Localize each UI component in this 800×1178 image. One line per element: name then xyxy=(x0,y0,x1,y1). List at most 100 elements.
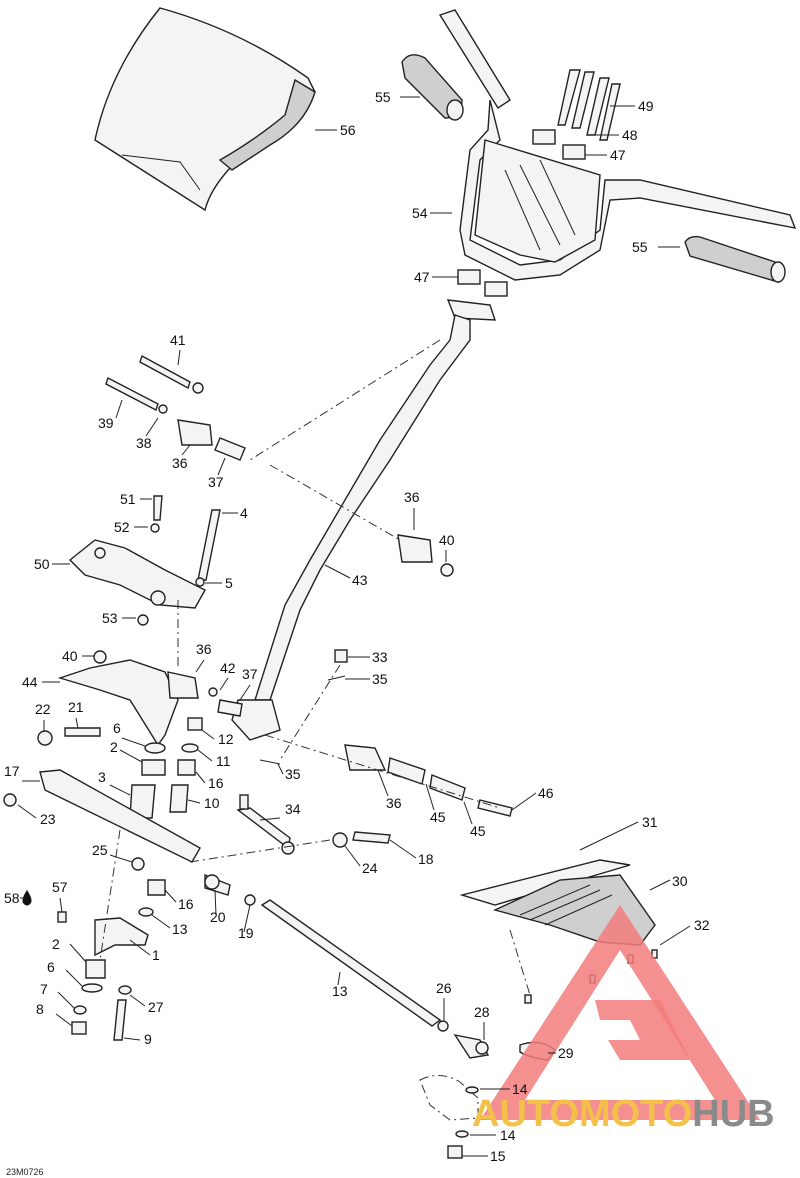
callout-label-20: 20 xyxy=(210,909,226,925)
leader-line-23 xyxy=(17,804,37,819)
leader-line-45 xyxy=(425,783,435,811)
callout-label-37: 37 xyxy=(242,666,258,682)
leader-line-16 xyxy=(195,771,206,784)
drop-icon xyxy=(22,890,32,906)
nut-15-part xyxy=(447,1145,463,1159)
leader-line-34 xyxy=(259,817,281,821)
nut-25-part xyxy=(131,857,145,871)
bushing-2-upper-part xyxy=(141,759,166,776)
callout-label-57: 57 xyxy=(52,879,68,895)
washer-24-part xyxy=(332,832,348,848)
leader-line-25 xyxy=(109,854,133,863)
bushing-36-mid-part xyxy=(397,534,433,563)
callout-label-32: 32 xyxy=(694,917,710,933)
callout-label-47: 47 xyxy=(610,147,626,163)
leader-line-42 xyxy=(219,677,229,691)
left-grip-part xyxy=(401,54,464,121)
bushing-36-right-part xyxy=(344,744,387,771)
callout-label-58: 58 xyxy=(4,890,20,906)
callout-label-40: 40 xyxy=(62,648,78,664)
leader-line-46 xyxy=(511,792,537,811)
bolt-51-part xyxy=(153,495,163,521)
leader-line-36 xyxy=(195,659,205,673)
clamp-plate-part xyxy=(446,299,496,321)
nut-40-part xyxy=(93,650,107,664)
leader-line-38 xyxy=(145,417,159,437)
callout-label-46: 46 xyxy=(538,785,554,801)
callout-label-47: 47 xyxy=(414,269,430,285)
callout-label-53: 53 xyxy=(102,610,118,626)
leader-line-45 xyxy=(463,801,473,825)
leader-line-43 xyxy=(324,564,351,579)
bushing-16-lower-part xyxy=(147,879,166,896)
leader-line-16 xyxy=(164,889,177,903)
callout-label-41: 41 xyxy=(170,332,186,348)
callout-label-42: 42 xyxy=(220,660,236,676)
callout-label-25: 25 xyxy=(92,842,108,858)
callout-label-14: 14 xyxy=(512,1081,528,1097)
nut-8-part xyxy=(71,1021,87,1035)
leader-line-13 xyxy=(151,914,171,929)
washer-6-lower-part xyxy=(81,983,103,993)
callout-label-45: 45 xyxy=(430,809,446,825)
plate-31-part xyxy=(459,859,631,906)
bracket-50-part xyxy=(68,539,206,609)
callout-label-31: 31 xyxy=(642,814,658,830)
leader-line-35 xyxy=(277,763,284,775)
callout-label-38: 38 xyxy=(136,435,152,451)
callout-label-35: 35 xyxy=(372,671,388,687)
callout-label-23: 23 xyxy=(40,811,56,827)
leader-line-19 xyxy=(243,904,251,933)
svg-text:AUTOMOTOHUB: AUTOMOTOHUB xyxy=(472,1093,775,1135)
steering-arm-1-part xyxy=(94,917,149,957)
washer-13-lower-part xyxy=(118,985,132,995)
nut-19-part xyxy=(244,894,256,906)
callout-label-37: 37 xyxy=(208,474,224,490)
leader-line-31 xyxy=(579,821,639,851)
callout-label-9: 9 xyxy=(144,1031,152,1047)
callout-label-16: 16 xyxy=(208,775,224,791)
callout-label-15: 15 xyxy=(490,1148,506,1164)
callout-label-34: 34 xyxy=(285,801,301,817)
callout-label-29: 29 xyxy=(558,1045,574,1061)
callout-label-36: 36 xyxy=(196,641,212,657)
leader-line-21 xyxy=(75,717,79,729)
leader-line-20 xyxy=(214,889,217,916)
callout-label-12: 12 xyxy=(218,731,234,747)
callout-label-2: 2 xyxy=(110,739,118,755)
callout-label-50: 50 xyxy=(34,556,50,572)
tie-rod-34-part xyxy=(236,807,291,850)
leader-line-2 xyxy=(119,749,143,763)
washer-7-part xyxy=(73,1005,87,1015)
callout-label-49: 49 xyxy=(638,98,654,114)
callout-label-44: 44 xyxy=(22,674,38,690)
leader-line-3 xyxy=(109,784,131,796)
handlebar-part xyxy=(438,9,797,281)
callout-label-13: 13 xyxy=(172,921,188,937)
lever-17-part xyxy=(39,769,201,863)
leader-line-27 xyxy=(129,994,146,1007)
leader-line-37 xyxy=(239,684,251,701)
callout-label-7: 7 xyxy=(40,981,48,997)
leader-line-6 xyxy=(65,969,83,987)
clip-35-lower-part xyxy=(259,759,281,765)
leader-line-30 xyxy=(649,879,671,891)
bolt-4-part xyxy=(197,509,221,581)
nut-27-part xyxy=(437,1020,449,1032)
link-45-lower-part xyxy=(429,774,466,801)
callout-label-51: 51 xyxy=(120,491,136,507)
upper-clamp-part xyxy=(532,129,556,145)
leader-line-36 xyxy=(181,444,191,456)
callout-label-18: 18 xyxy=(418,851,434,867)
callout-label-1: 1 xyxy=(152,947,160,963)
leader-line-2 xyxy=(69,943,87,963)
leader-line-11 xyxy=(197,749,213,762)
washer-52-part xyxy=(150,523,160,533)
nut-23-part xyxy=(3,793,17,807)
leader-line-12 xyxy=(201,729,215,740)
callout-label-36: 36 xyxy=(172,455,188,471)
leader-line-32 xyxy=(659,925,691,946)
ski-leg-outline xyxy=(419,1075,479,1121)
windshield-part xyxy=(94,7,316,212)
callout-label-4: 4 xyxy=(240,505,248,521)
